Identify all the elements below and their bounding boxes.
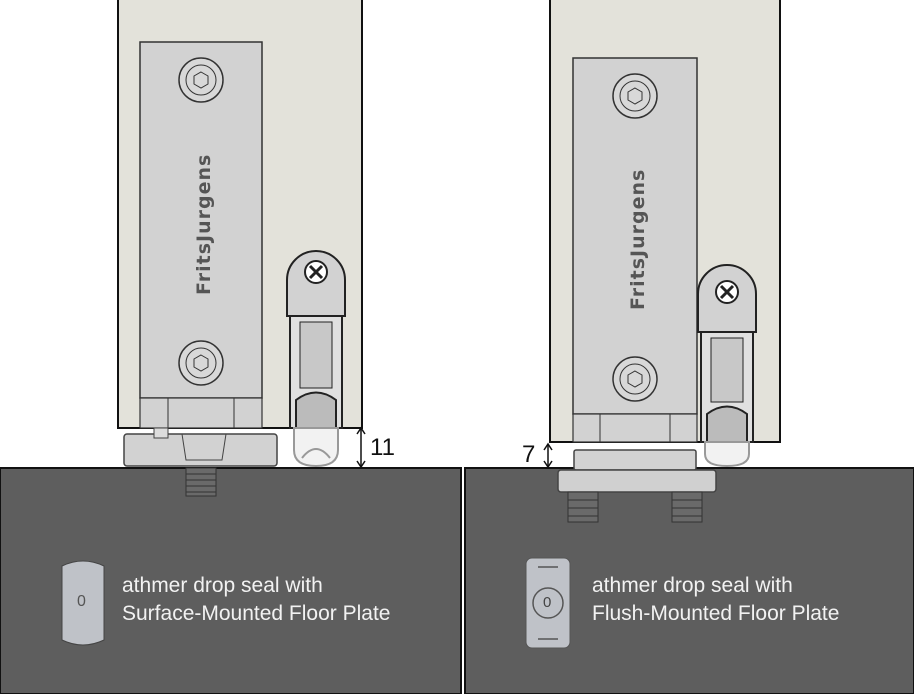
flush-floor-plate (573, 449, 697, 471)
brand-logo: FritsJurgens (193, 154, 215, 295)
surface-plate-icon (61, 560, 105, 646)
thread-bolt (185, 467, 217, 497)
flush-plate-icon (525, 557, 571, 649)
flush-plate-icon-label: 0 (543, 594, 552, 611)
brand-logo: FritsJurgens (627, 169, 649, 310)
gap-dimension-right: 7 (522, 441, 536, 468)
screw-icon (304, 260, 328, 284)
hex-bolt-icon (178, 57, 224, 103)
screw-icon (715, 280, 739, 304)
caption-line-1: athmer drop seal with (592, 574, 793, 597)
seal-profile-left (293, 427, 339, 468)
seal-profile-right (704, 441, 750, 468)
surface-floor-plate (123, 433, 278, 467)
caption-surface: athmer drop seal with Surface-Mounted Fl… (122, 572, 390, 628)
hex-bolt-icon (612, 356, 658, 402)
caption-line-1: athmer drop seal with (122, 574, 323, 597)
caption-line-2: Flush-Mounted Floor Plate (592, 602, 840, 625)
caption-flush: athmer drop seal with Flush-Mounted Floo… (592, 572, 839, 628)
gap-dimension-left: 11 (370, 434, 395, 461)
surface-plate-icon-label: 0 (77, 593, 86, 610)
hex-bolt-icon (178, 340, 224, 386)
thread-bolt (567, 491, 599, 523)
caption-line-2: Surface-Mounted Floor Plate (122, 602, 391, 625)
thread-bolt (671, 491, 703, 523)
left-assembly: FritsJurgens (117, 0, 366, 497)
right-assembly: FritsJurgens (543, 0, 781, 523)
hex-bolt-icon (612, 73, 658, 119)
